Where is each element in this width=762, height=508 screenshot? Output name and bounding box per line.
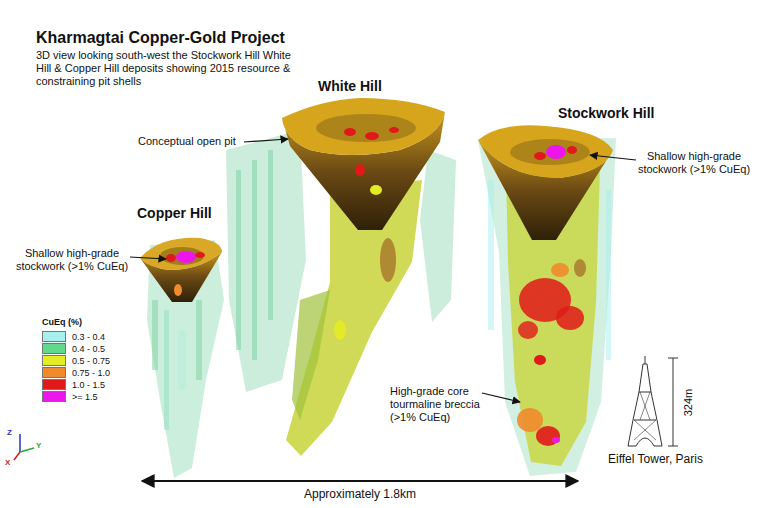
white-hill-deposit (365, 132, 379, 140)
axis-triad (14, 434, 34, 460)
white-hill-deposit (389, 127, 399, 133)
axis-label: Z (7, 428, 19, 438)
white-hill-deposit (420, 150, 456, 322)
axis-triad (19, 434, 21, 452)
stockwork-hill-deposit (536, 426, 560, 446)
white-hill-deposit (344, 128, 356, 136)
deposit-name: Copper Hill (137, 205, 247, 222)
stockwork-hill-deposit (510, 139, 590, 165)
eiffel-tower-icon (639, 392, 651, 393)
scale-label: Approximately 1.8km (280, 487, 440, 501)
copper-hill-deposit (164, 310, 169, 430)
axis-triad (14, 452, 20, 460)
scale-arrow (142, 480, 578, 482)
white-hill-deposit (316, 114, 416, 142)
legend-row: 1.0 - 1.5 (42, 379, 105, 390)
copper-hill-deposit (140, 238, 224, 478)
stockwork-hill-deposit (546, 145, 566, 159)
legend-label: 1.0 - 1.5 (72, 380, 105, 390)
leader-lines (482, 393, 520, 402)
legend-swatch (42, 331, 66, 342)
eiffel-tower-icon (628, 364, 662, 446)
copper-hill-deposit (195, 252, 205, 258)
white-hill-deposit (380, 238, 396, 282)
callout-label: High-grade core tourmaline breccia (>1% … (390, 385, 502, 425)
copper-hill-deposit (166, 254, 176, 262)
stockwork-hill-deposit (534, 152, 546, 160)
white-hill-deposit (292, 290, 330, 420)
stockwork-hill-deposit (556, 306, 584, 330)
copper-hill-deposit (174, 284, 182, 296)
copper-hill-deposit (196, 300, 202, 380)
white-hill-deposit (236, 170, 241, 350)
deposit-name: White Hill (318, 78, 428, 95)
callout-label: Conceptual open pit (138, 135, 248, 148)
leader-lines (130, 139, 636, 402)
copper-hill-deposit (176, 251, 196, 263)
title: Kharmagtai Copper-Gold Project (36, 28, 356, 47)
leader-lines (590, 155, 636, 160)
eiffel-tower-icon (668, 446, 678, 447)
stockwork-hill-deposit (606, 190, 611, 360)
eiffel-tower-icon (628, 356, 678, 446)
axis-triad (20, 448, 34, 452)
legend-label: 0.75 - 1.0 (72, 368, 110, 378)
legend-row: 0.5 - 0.75 (42, 355, 110, 366)
legend-swatch (42, 355, 66, 366)
legend-heading: CuEq (%) (42, 317, 112, 328)
legend-swatch (42, 391, 66, 402)
legend-swatch (42, 379, 66, 390)
white-hill-deposit (370, 185, 382, 195)
scale-reference: Eiffel Tower, Paris (608, 452, 738, 466)
leader-lines (244, 139, 288, 142)
eiffel-tower-icon (634, 392, 656, 440)
white-hill-deposit (355, 164, 365, 176)
stockwork-hill-deposit (517, 408, 543, 432)
white-hill-deposit (226, 130, 306, 392)
stockwork-hill-deposit (567, 146, 577, 154)
white-hill-deposit (268, 150, 273, 320)
legend-row: 0.75 - 1.0 (42, 367, 110, 378)
eiffel-tower-icon (668, 358, 678, 359)
white-hill-deposit (252, 160, 257, 360)
legend-label: 0.4 - 0.5 (72, 344, 105, 354)
stockwork-hill-deposit (478, 125, 613, 178)
eiffel-tower-icon (645, 356, 646, 364)
stockwork-hill-deposit (534, 355, 546, 365)
stockwork-hill-deposit (552, 437, 560, 443)
subtitle: 3D view looking south-west the Stockwork… (36, 49, 298, 89)
legend-swatch (42, 343, 66, 354)
legend-label: 0.3 - 0.4 (72, 332, 105, 342)
eiffel-tower-icon (673, 358, 674, 446)
stockwork-hill-deposit (574, 259, 586, 277)
eiffel-tower-icon (634, 420, 656, 421)
legend-row: 0.3 - 0.4 (42, 331, 105, 342)
stockwork-hill-deposit (478, 125, 616, 476)
axis-label: Y (36, 441, 48, 451)
legend-swatch (42, 367, 66, 378)
legend-label: 0.5 - 0.75 (72, 356, 110, 366)
white-hill-deposit (334, 320, 346, 340)
stockwork-hill-deposit (518, 321, 538, 339)
copper-hill-deposit (140, 238, 222, 270)
callout-label: Shallow high-grade stockwork (>1% CuEq) (14, 247, 130, 273)
legend-row: >= 1.5 (42, 391, 98, 402)
white-hill-deposit (282, 98, 445, 155)
stockwork-hill-deposit (551, 263, 569, 277)
stockwork-hill-deposit (488, 180, 494, 330)
callout-label: Shallow high-grade stockwork (>1% CuEq) (634, 150, 754, 176)
legend-label: >= 1.5 (72, 392, 98, 402)
dimension-label: 324m (682, 378, 695, 428)
copper-hill-deposit (160, 247, 204, 265)
copper-hill-deposit (178, 330, 186, 390)
copper-hill-deposit (152, 300, 158, 370)
axis-label: X (5, 458, 17, 468)
stockwork-hill-deposit (478, 138, 616, 476)
leader-lines (130, 257, 166, 259)
legend-row: 0.4 - 0.5 (42, 343, 105, 354)
deposit-name: Stockwork Hill (558, 105, 698, 122)
